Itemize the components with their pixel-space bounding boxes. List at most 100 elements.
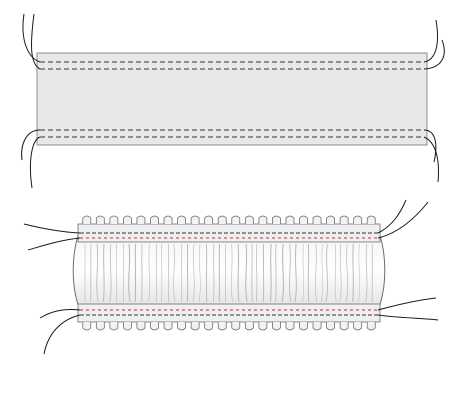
ruffle-tooth-top [285, 215, 295, 224]
ruffle-tooth-bottom [136, 322, 146, 331]
ruffle-tooth-top [95, 215, 105, 224]
gathered-thread-left-top-2 [27, 237, 81, 251]
ruffle-tooth-top [136, 215, 146, 224]
ruffle-tooth-top [299, 215, 308, 224]
ruffle-tooth-bottom [82, 322, 92, 331]
bottom-ruffle-band [77, 303, 381, 323]
fold-line [148, 243, 150, 303]
ruffle-tooth-top [272, 215, 281, 224]
thread-end-right-top-2 [423, 39, 445, 70]
ruffle-tooth-bottom [258, 322, 268, 331]
ruffle-tooth-bottom [272, 322, 281, 331]
ruffle-tooth-bottom [299, 322, 308, 331]
thread-end-left-bottom-2 [29, 136, 41, 189]
ruffle-tooth-top [312, 215, 322, 224]
fold-line [281, 243, 285, 303]
gathered-thread-left-top-1 [23, 223, 81, 234]
bottom-ruffle-teeth [82, 322, 376, 331]
ruffle-tooth-bottom [366, 322, 376, 331]
fold-line [245, 243, 248, 303]
ruffle-tooth-bottom [339, 322, 349, 331]
fold-line [325, 243, 328, 303]
fold-line [307, 243, 310, 303]
thread-end-right-bottom-1 [423, 129, 437, 163]
fold-line [231, 243, 233, 303]
ruffle-tooth-bottom [95, 322, 105, 331]
ruffle-tooth-top [204, 215, 214, 224]
ruffle-tooth-bottom [150, 322, 159, 331]
fold-line [302, 243, 304, 303]
thread-end-left-top-1 [22, 13, 41, 63]
gathered-thread-left-bottom-2 [43, 314, 81, 355]
ruffle-tooth-top [366, 215, 376, 224]
fold-line [167, 243, 170, 303]
ruffle-tooth-top [190, 215, 200, 224]
ruffle-tooth-top [109, 215, 119, 224]
fold-line [352, 243, 354, 303]
ruffle-tooth-top [326, 215, 335, 224]
ruffle-tooth-bottom [177, 322, 186, 331]
ruffle-tooth-bottom [231, 322, 241, 331]
ruffle-tooth-top [150, 215, 159, 224]
fold-line [365, 243, 368, 303]
ruffle-tooth-top [163, 215, 173, 224]
gathered-thread-left-bottom-1 [39, 309, 81, 319]
ruffle-tooth-bottom [123, 322, 132, 331]
ruffle-tooth-bottom [244, 322, 254, 331]
ruffle-tooth-top [177, 215, 186, 224]
fold-line [161, 243, 163, 303]
ruffle-tooth-top [339, 215, 349, 224]
fold-line [96, 243, 99, 303]
fold-line [339, 243, 342, 303]
fold-line [289, 243, 292, 303]
fold-line [315, 243, 318, 303]
fold-line [213, 243, 215, 303]
fold-line [109, 243, 112, 303]
fold-line [116, 243, 118, 303]
top-ruffle-teeth [82, 215, 376, 224]
fold-line [269, 243, 272, 303]
ruffle-tooth-bottom [312, 322, 322, 331]
ruffle-tooth-bottom [353, 322, 363, 331]
ruffle-tooth-top [217, 215, 227, 224]
fold-line [255, 243, 258, 303]
ruffle-tooth-bottom [190, 322, 200, 331]
thread-end-right-bottom-2 [423, 136, 439, 183]
gathered-thread-right-top-2 [377, 201, 429, 239]
ruffle-tooth-top [258, 215, 268, 224]
thread-end-right-top-1 [423, 19, 438, 63]
thread-end-left-top-2 [31, 13, 41, 70]
flat-fabric-strip [36, 52, 428, 146]
ruffle-tooth-top [231, 215, 241, 224]
fold-line [173, 243, 176, 303]
gathered-thread-right-bottom-1 [377, 297, 437, 311]
ruffle-tooth-top [353, 215, 363, 224]
fold-line [358, 243, 360, 303]
fold-line [102, 243, 105, 303]
fold-line [294, 243, 297, 303]
ruffle-tooth-bottom [326, 322, 335, 331]
fold-line [128, 243, 131, 303]
flat-strip [21, 13, 445, 189]
fold-line [334, 243, 337, 303]
ruffle-tooth-bottom [109, 322, 119, 331]
ruffle-tooth-bottom [285, 322, 295, 331]
fold-line [321, 243, 323, 303]
gathered-thread-right-bottom-2 [377, 314, 439, 321]
fold-line [345, 243, 348, 303]
ruffle-tooth-top [244, 215, 254, 224]
thread-end-left-bottom-1 [21, 129, 41, 161]
ruffle-tooth-bottom [204, 322, 214, 331]
fold-line [237, 243, 240, 303]
fold-line [205, 243, 208, 303]
ruffle-tooth-bottom [163, 322, 173, 331]
ruffle-tooth-top [82, 215, 92, 224]
gathered-thread-right-top-1 [377, 199, 407, 234]
fold-line [198, 243, 201, 303]
ruffle-tooth-top [123, 215, 132, 224]
gathered-strip [23, 199, 439, 355]
fold-line [192, 243, 195, 303]
ruffle-tooth-bottom [217, 322, 227, 331]
